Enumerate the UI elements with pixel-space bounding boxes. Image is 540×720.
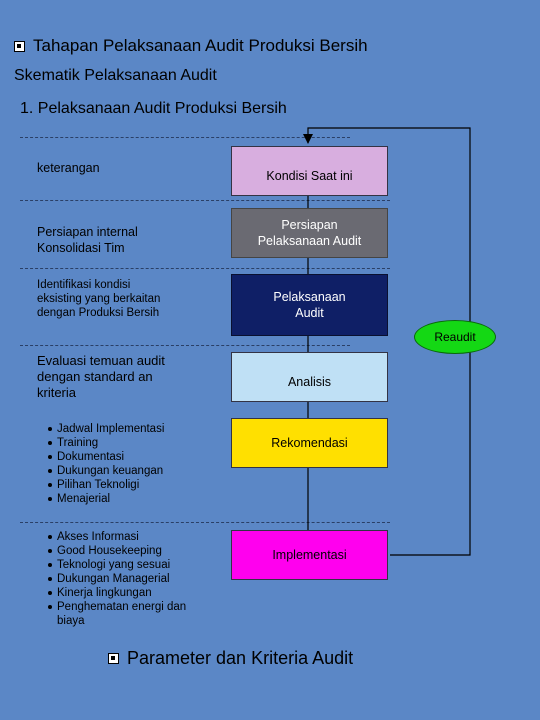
list-item: Good Housekeeping (48, 544, 208, 558)
keterangan-label: keterangan (37, 161, 100, 175)
rekomendasi-box: Rekomendasi (231, 418, 388, 468)
divider (20, 200, 390, 201)
box-label: Kondisi Saat ini (266, 169, 353, 183)
box-label: Pelaksanaan Audit (257, 234, 362, 248)
box-label: Implementasi (272, 548, 347, 562)
divider (20, 345, 350, 346)
slide-subtitle: Skematik Pelaksanaan Audit (14, 67, 217, 84)
list-item: Akses Informasi (48, 530, 208, 544)
text-line: Evaluasi temuan audit (37, 353, 165, 368)
box-label: Audit (295, 306, 324, 320)
list-item: Dukungan keuangan (48, 464, 164, 478)
list-item: Dokumentasi (48, 450, 164, 464)
implementasi-box: Implementasi (231, 530, 388, 580)
box-label: Rekomendasi (271, 436, 348, 450)
text-line: eksisting yang berkaitan (37, 293, 161, 305)
pelaksanaan-audit-box: Pelaksanaan Audit (231, 274, 388, 336)
text-line: kriteria (37, 385, 77, 400)
box-label: Pelaksanaan (273, 290, 346, 304)
persiapan-internal-text: Persiapan internal Konsolidasi Tim (37, 224, 138, 256)
reaudit-loop-line (303, 127, 471, 556)
list-item: Penghematan energi dan biaya (48, 600, 208, 628)
divider (20, 522, 390, 523)
text-line: dengan Produksi Bersih (37, 307, 160, 319)
slide-title: Tahapan Pelaksanaan Audit Produksi Bersi… (14, 36, 368, 56)
section-heading: 1. Pelaksanaan Audit Produksi Bersih (20, 100, 287, 117)
text-line: dengan standard an (37, 369, 153, 384)
rekomendasi-criteria-list: Jadwal Implementasi Training Dokumentasi… (48, 422, 164, 506)
box-label: Analisis (287, 375, 332, 389)
persiapan-pelaksanaan-audit-box: Persiapan Pelaksanaan Audit (231, 208, 388, 258)
reaudit-badge: Reaudit (414, 320, 496, 354)
checkbox-bullet-icon (108, 653, 119, 664)
text-line: Identifikasi kondisi (37, 279, 131, 291)
box-label: Persiapan (281, 218, 338, 232)
text-line: Persiapan internal (37, 225, 138, 239)
list-item: Jadwal Implementasi (48, 422, 164, 436)
list-item: Teknologi yang sesuai (48, 558, 208, 572)
divider (20, 137, 350, 138)
list-item: Pilihan Teknoligi (48, 478, 164, 492)
list-item: Kinerja lingkungan (48, 586, 208, 600)
list-item: Training (48, 436, 164, 450)
footer-title: Parameter dan Kriteria Audit (108, 648, 353, 669)
kondisi-saat-ini-box: Kondisi Saat ini (231, 146, 388, 196)
implementasi-criteria-list: Akses Informasi Good Housekeeping Teknol… (48, 530, 208, 628)
evaluasi-text: Evaluasi temuan audit dengan standard an… (37, 353, 165, 401)
identifikasi-text: Identifikasi kondisi eksisting yang berk… (37, 278, 160, 320)
list-item: Dukungan Managerial (48, 572, 208, 586)
analisis-box: Analisis (231, 352, 388, 402)
list-item: Menajerial (48, 492, 164, 506)
checkbox-bullet-icon (14, 40, 25, 52)
text-line: Konsolidasi Tim (37, 241, 125, 255)
divider (20, 268, 390, 269)
footer-title-text: Parameter dan Kriteria Audit (127, 648, 354, 668)
slide-title-text: Tahapan Pelaksanaan Audit Produksi Bersi… (33, 36, 368, 55)
